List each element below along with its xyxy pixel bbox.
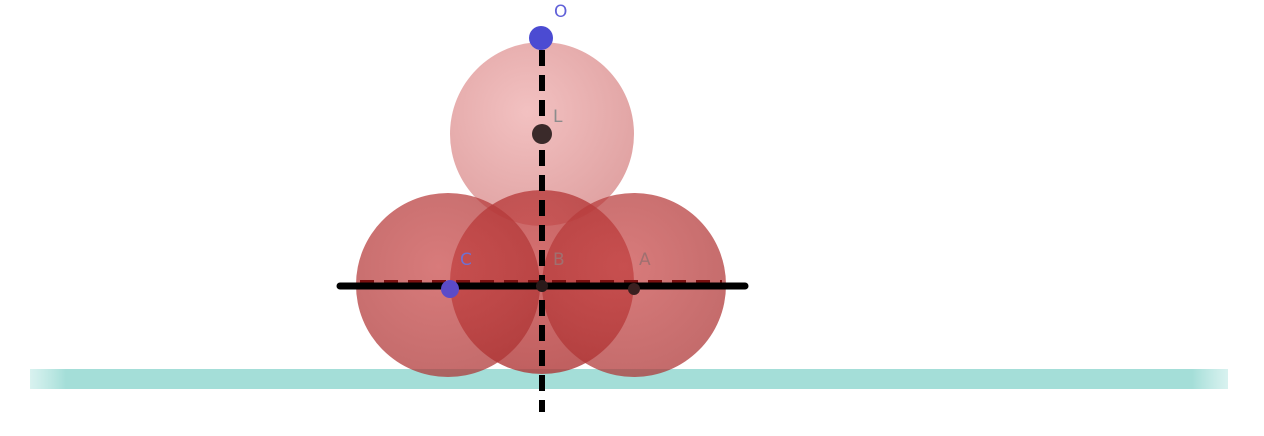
ground-plane [30, 369, 1228, 389]
point-o [529, 26, 553, 50]
label-b: B [553, 250, 565, 270]
point-a [628, 283, 640, 295]
point-c [441, 280, 459, 298]
label-o: O [554, 2, 567, 22]
point-b [536, 280, 548, 292]
label-c: C [460, 250, 472, 270]
label-a: A [639, 250, 651, 270]
point-l [532, 124, 552, 144]
label-l: L [553, 107, 563, 127]
